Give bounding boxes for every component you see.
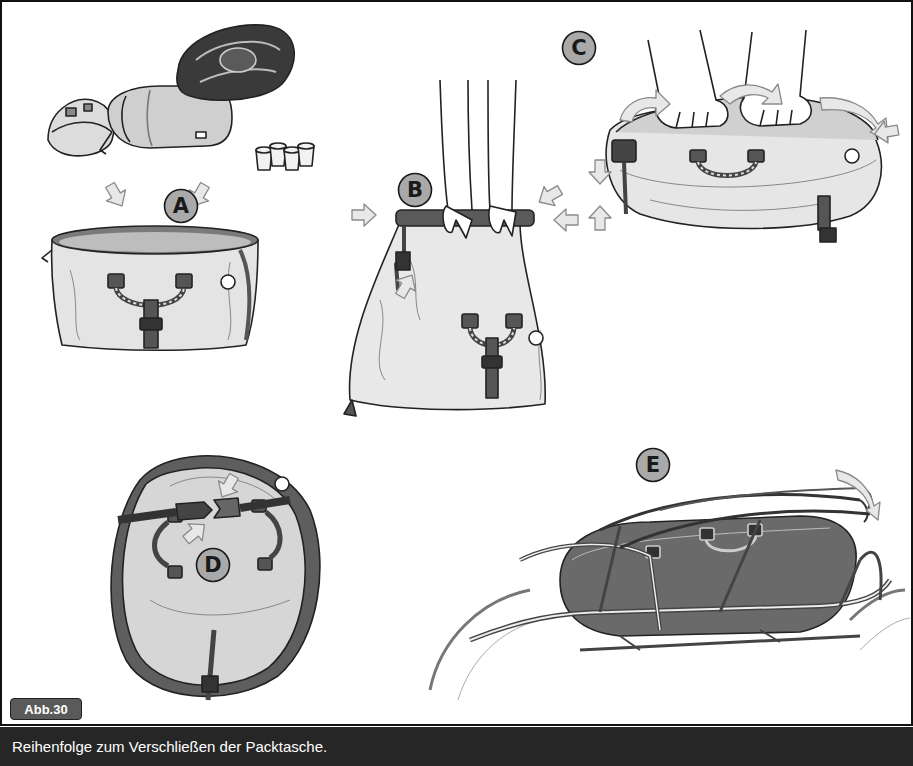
callout-circle: C	[561, 30, 597, 66]
callout-circle: A	[163, 188, 199, 224]
frame	[1, 1, 912, 725]
callout-letter: A	[173, 194, 189, 218]
circle-shape	[197, 549, 230, 582]
figure-number: Abb.30	[24, 702, 67, 717]
callout-letter: E	[646, 453, 660, 477]
step-e-illustration	[430, 470, 910, 700]
figure-tag: Abb.30	[10, 698, 82, 720]
step-d-illustration	[111, 456, 320, 700]
circle-shape	[165, 190, 198, 223]
callout-circle: D	[195, 547, 231, 583]
circle-shape	[563, 32, 596, 65]
step-c-illustration	[589, 30, 900, 242]
circle-shape	[399, 174, 432, 207]
step-b-illustration	[344, 80, 578, 416]
caption-band: Reihenfolge zum Verschließen der Packtas…	[0, 727, 913, 766]
circle-shape	[637, 449, 670, 482]
callout-circle: B	[397, 172, 433, 208]
callout-letter: B	[407, 178, 423, 202]
callout-letter: D	[204, 553, 221, 577]
callout-letter: C	[571, 36, 586, 60]
callout-circle: E	[635, 447, 671, 483]
step-a-illustration	[42, 25, 314, 350]
